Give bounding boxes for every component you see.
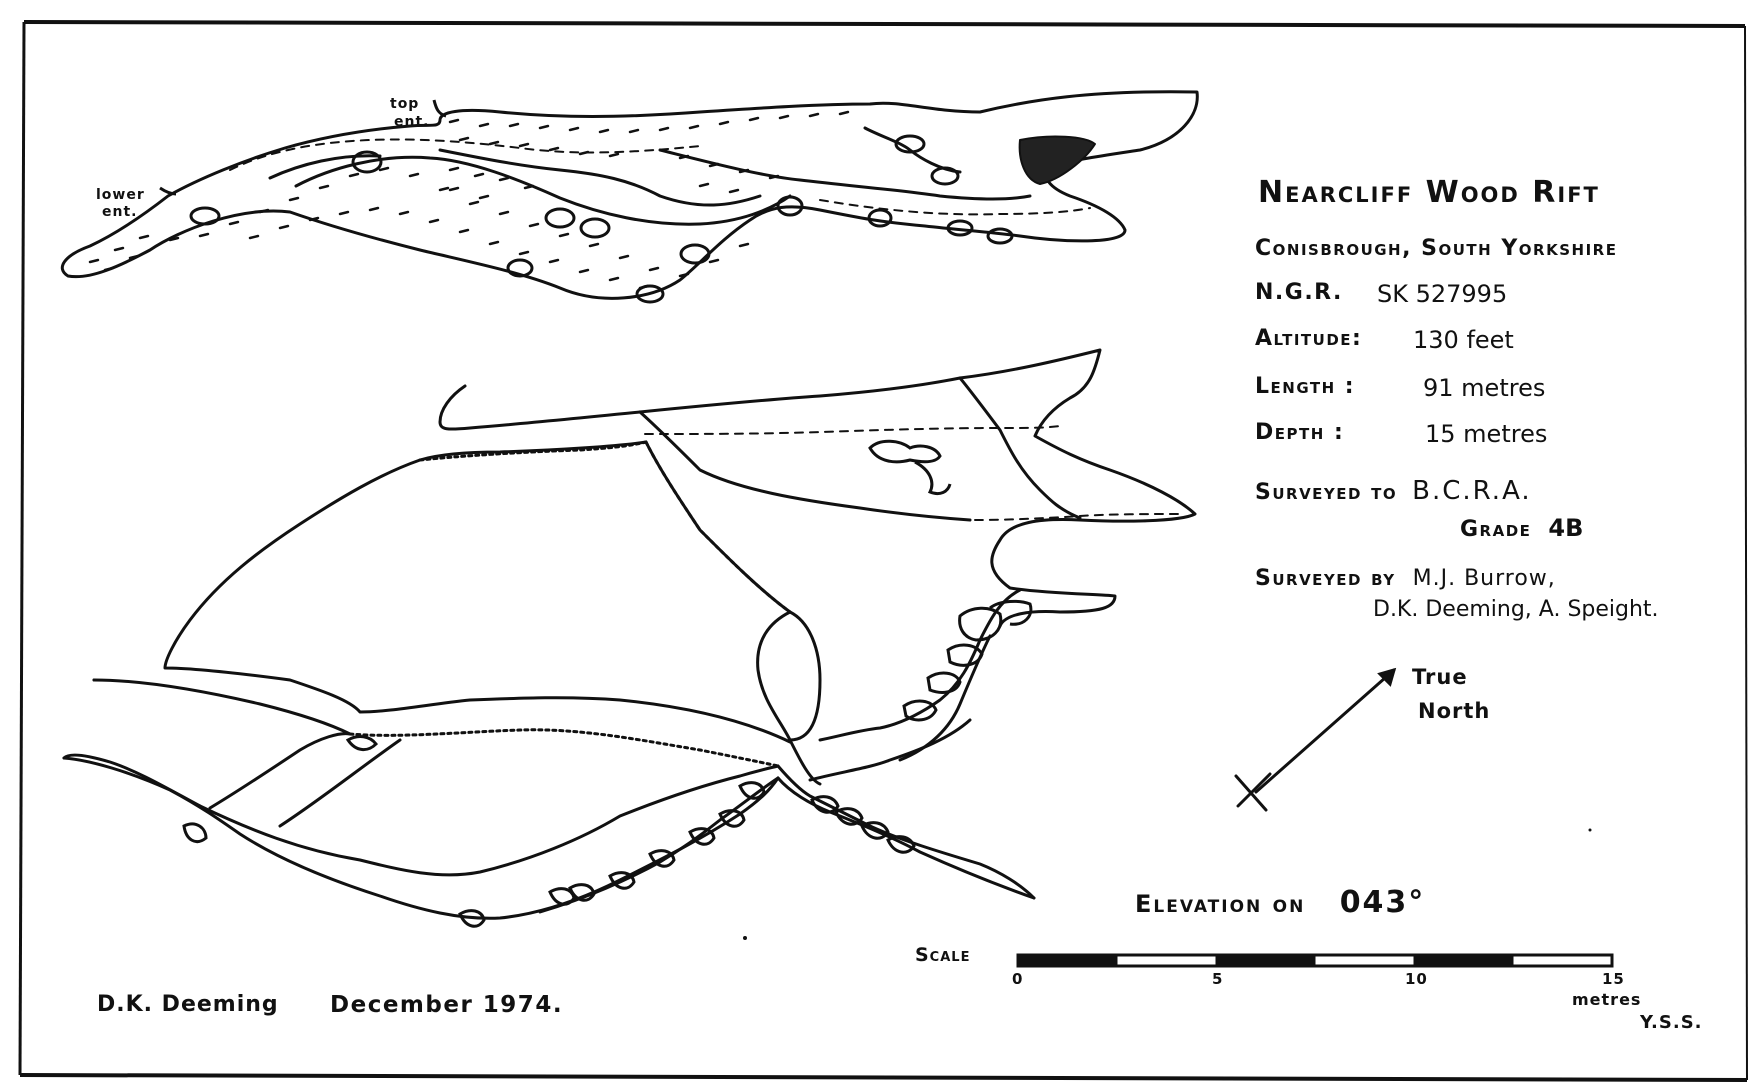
- scale-tick: 15: [1602, 970, 1625, 988]
- elevation-boulders: [182, 439, 1033, 928]
- scale-tick: 10: [1405, 970, 1428, 988]
- scale-bar: [1016, 953, 1614, 968]
- scale-label: Scale: [915, 944, 971, 966]
- cave-elevation-view: [62, 348, 1197, 920]
- info-key: N.G.R.: [1255, 280, 1343, 305]
- drawn-by: D.K. Deeming: [97, 992, 279, 1017]
- north-label: True North: [1412, 660, 1490, 728]
- surveyors-prefix: Surveyed by: [1255, 566, 1396, 591]
- info-key: Length :: [1255, 374, 1356, 399]
- club-credit: Y.S.S.: [1640, 1012, 1703, 1033]
- cave-plan-view: [60, 90, 1199, 304]
- elevation-label: Elevation on: [1135, 890, 1306, 918]
- scale-tick: 0: [1012, 970, 1024, 988]
- north-label-line1: True: [1412, 665, 1468, 689]
- lower-entrance-line1: lower: [96, 187, 145, 203]
- grade-value: 4B: [1548, 514, 1584, 542]
- page-border: [18, 20, 1748, 1082]
- paper-specks: [743, 828, 1592, 940]
- info-value: SK 527995: [1377, 280, 1508, 308]
- entrance-markers: [159, 99, 447, 196]
- info-value: 15 metres: [1425, 420, 1548, 448]
- grade-label: Grade: [1460, 517, 1532, 542]
- scale-tick: 5: [1212, 970, 1224, 988]
- info-value: 91 metres: [1423, 374, 1546, 402]
- survey-standard-prefix: Surveyed to: [1255, 480, 1398, 505]
- info-key: Depth :: [1255, 420, 1345, 445]
- survey-grade-block: Surveyed to B.C.R.A. Grade 4B: [1255, 476, 1583, 542]
- surveyors-line1: M.J. Burrow,: [1412, 566, 1556, 591]
- top-entrance-label: top ent.: [390, 95, 429, 131]
- surveyors-block: Surveyed by M.J. Burrow, D.K. Deeming, A…: [1255, 566, 1659, 622]
- surveyors-line2: D.K. Deeming, A. Speight.: [1373, 597, 1659, 622]
- elevation-caption: Elevation on 043°: [1135, 885, 1425, 920]
- north-arrow: [1234, 667, 1397, 812]
- info-key: Altitude:: [1255, 326, 1363, 351]
- lower-entrance-line2: ent.: [102, 204, 138, 220]
- top-entrance-line1: top: [390, 96, 420, 112]
- info-value: 130 feet: [1413, 326, 1514, 354]
- scale-unit: metres: [1572, 990, 1642, 1009]
- top-entrance-line2: ent.: [394, 114, 430, 130]
- north-label-line2: North: [1418, 699, 1491, 723]
- lower-entrance-label: lower ent.: [96, 187, 145, 221]
- survey-date: December 1974.: [330, 992, 564, 1018]
- elevation-bearing: 043°: [1339, 885, 1426, 920]
- survey-location: Conisbrough, South Yorkshire: [1255, 236, 1618, 261]
- plan-stipple: [88, 110, 850, 290]
- survey-standard: B.C.R.A.: [1412, 476, 1532, 506]
- survey-title: Nearcliff Wood Rift: [1258, 175, 1600, 210]
